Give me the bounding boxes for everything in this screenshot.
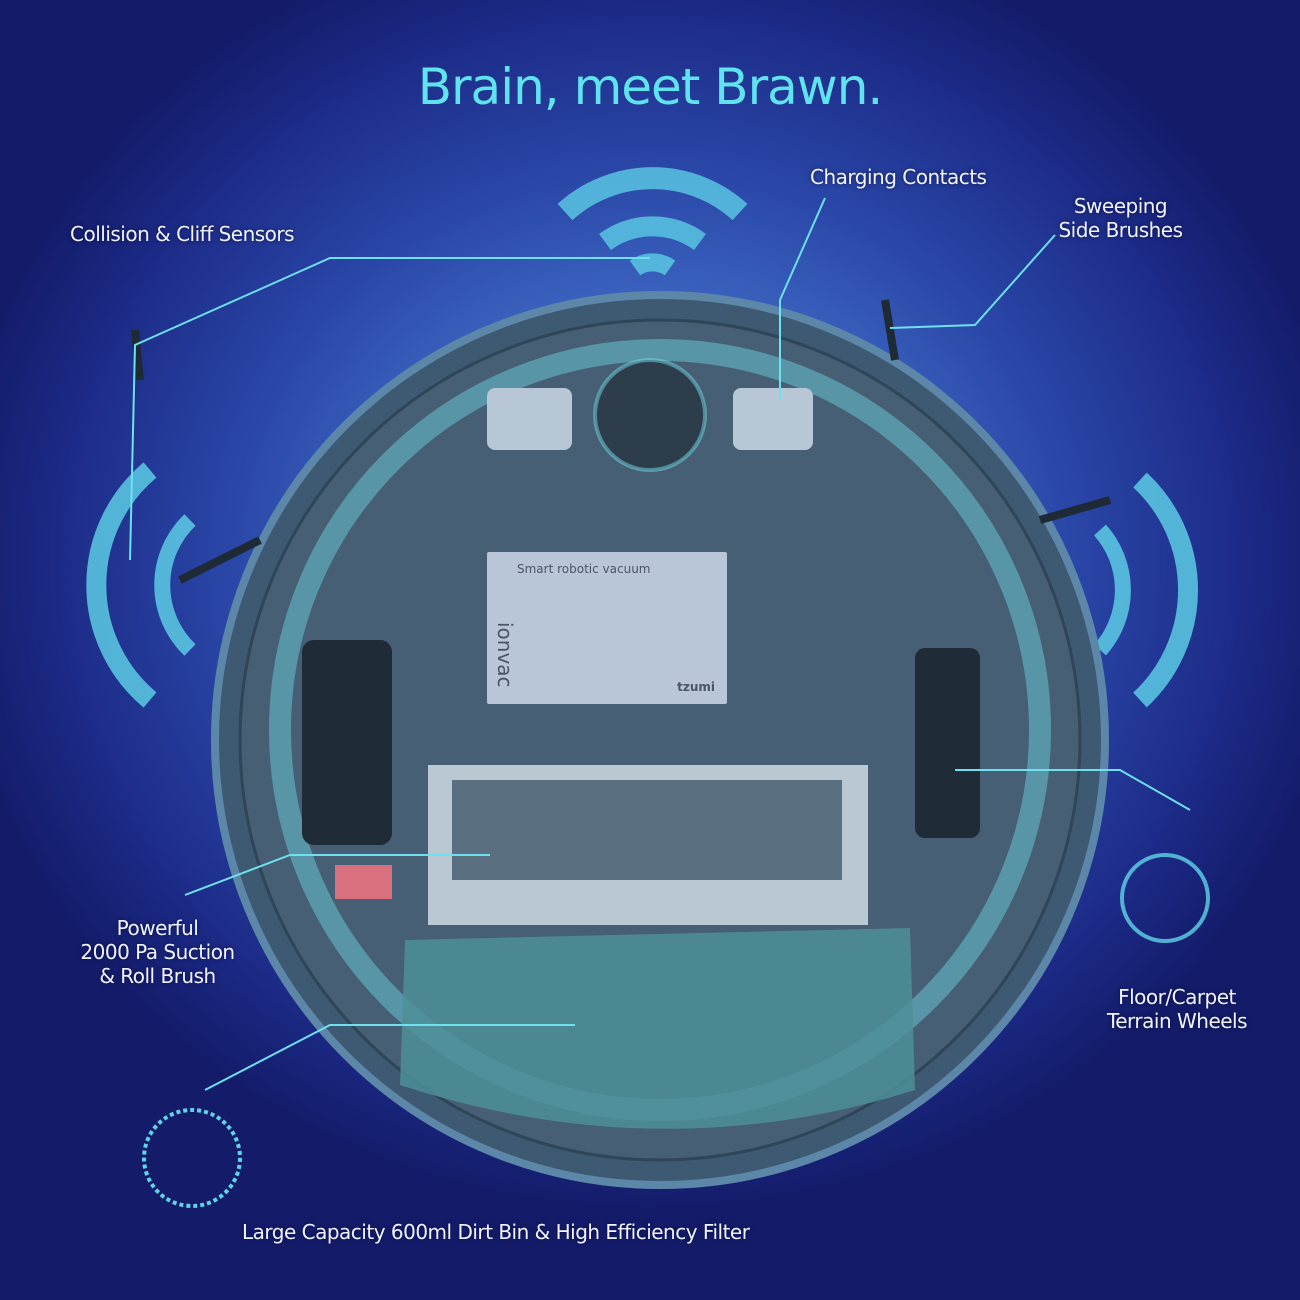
label-line: Side Brushes bbox=[1058, 218, 1183, 242]
label-line: Powerful bbox=[116, 916, 199, 940]
product-sticker: Smart robotic vacuum ionvac tzumi bbox=[487, 552, 727, 704]
power-switch bbox=[335, 865, 392, 899]
page-title: Brain, meet Brawn. bbox=[417, 58, 884, 116]
sticker-logo: ionvac bbox=[493, 622, 517, 688]
caster-wheel bbox=[593, 358, 707, 472]
wheel-icon bbox=[1120, 853, 1210, 943]
label-terrain-wheels: Floor/Carpet Terrain Wheels bbox=[1092, 985, 1262, 1033]
label-collision-sensors: Collision & Cliff Sensors bbox=[70, 222, 295, 246]
wheel-right bbox=[915, 648, 980, 838]
charging-contact bbox=[733, 388, 813, 450]
sticker-title: Smart robotic vacuum bbox=[517, 562, 651, 576]
side-brush bbox=[131, 299, 1112, 584]
label-dirt-bin: Large Capacity 600ml Dirt Bin & High Eff… bbox=[242, 1220, 750, 1244]
wheel-left bbox=[302, 640, 392, 845]
callout-lines bbox=[129, 197, 1191, 1091]
dirt-bin bbox=[400, 928, 915, 1129]
right-signal-icon bbox=[1093, 472, 1198, 708]
label-charging-contacts: Charging Contacts bbox=[810, 165, 987, 189]
label-line: Terrain Wheels bbox=[1106, 1009, 1248, 1033]
label-line: & Roll Brush bbox=[99, 964, 216, 988]
label-line: Floor/Carpet bbox=[1118, 985, 1236, 1009]
sticker-brand: tzumi bbox=[677, 680, 715, 694]
charging-contact bbox=[487, 388, 572, 450]
label-suction: Powerful 2000 Pa Suction & Roll Brush bbox=[65, 916, 250, 988]
filter-icon bbox=[142, 1108, 242, 1208]
label-side-brushes: Sweeping Side Brushes bbox=[1058, 194, 1183, 242]
label-line: Sweeping bbox=[1073, 194, 1168, 218]
wifi-signal-icon bbox=[557, 167, 748, 276]
label-line: 2000 Pa Suction bbox=[80, 940, 235, 964]
left-signal-icon bbox=[86, 462, 196, 708]
